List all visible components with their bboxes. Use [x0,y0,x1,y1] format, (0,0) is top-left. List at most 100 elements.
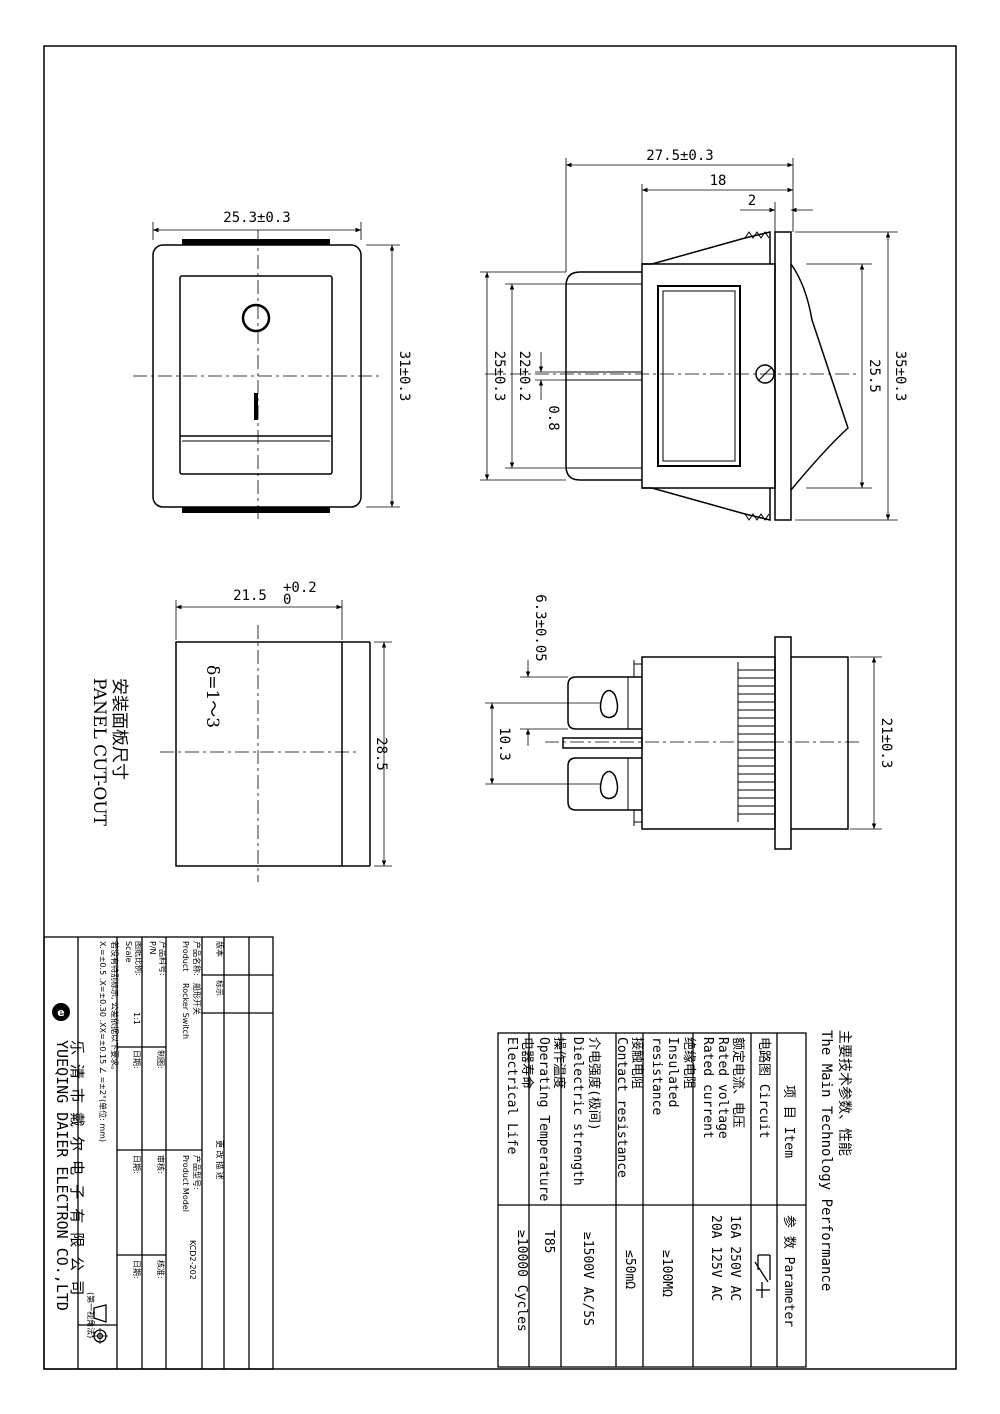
side-clip-bottom [642,487,771,521]
model-value: KCD2-202 [188,1240,197,1280]
cutout-title-cn: 安装面板尺寸 [109,678,129,780]
product-label-en: Product [181,941,190,971]
scale-label: 图纸比例: [134,941,144,976]
front-bezel-tab-top [182,239,330,245]
model-label: 产品型号: [192,1155,202,1190]
spec-row-insul-item-cn: 绝缘电阻 [681,1037,697,1089]
side-body-height-dim: 25±0.3 [491,351,507,402]
spec-row-contact-item-cn: 接触电阻 [629,1037,645,1089]
terminal-pitch-dim: 10.3 [496,727,512,761]
spec-row-rated-item-en2: Rated current [700,1037,715,1139]
side-window [657,285,741,467]
review-label: 审核: [156,1155,166,1174]
company-logo-icon [52,1003,70,1021]
spec-row-dielectric-item-en: Dielectric strength [570,1037,585,1186]
spec-row-life-item-cn: 电器寿命 [519,1037,535,1089]
side-terminal-thick-dim: 0.8 [545,405,561,430]
spec-row-insul-item-en1: Insulated [665,1037,680,1107]
terminal-center [562,737,643,749]
front-view [133,222,400,520]
date-label-1: 日期: [132,1050,141,1069]
terminal-bottom-hole [599,770,619,800]
side-flange-dim: 2 [748,193,756,209]
cutout-tol-upper: +0.2 [283,580,317,596]
bottom-flange [774,636,792,850]
side-body [641,263,776,489]
front-rocker [179,275,333,475]
spec-row-life-value: ≥10000 Cycles [514,1230,529,1332]
cutout-height-dim: 28.5 [373,737,389,771]
company-name-en: YUEQING DAIER ELECTRON CO.,LTD [53,1040,71,1311]
pn-label: 产品料号: [158,941,168,976]
spec-title-en: The Main Technology Performance [818,1030,834,1291]
spec-row-insul-value: ≥100MΩ [659,1250,674,1297]
spec-row-circuit-item: 电路图 Circuit [756,1037,772,1139]
projection-label: (第一视角法) [86,1292,96,1338]
side-overall-height-dim: 35±0.3 [892,351,908,402]
side-total-depth-dim: 27.5±0.3 [646,148,713,164]
spec-row-temp-value: T85 [541,1230,556,1253]
side-terminal-span-dim: 22±0.2 [516,351,532,402]
side-bezel-height-dim: 25.5 [866,359,882,393]
side-terminal-outline [565,271,642,481]
side-rocker [790,263,849,491]
spec-table [497,1032,807,1368]
mark-label: 标示 [215,980,225,996]
side-clip-top [642,231,771,265]
spec-rows: 电路图 Circuit 额定电流、电压 Rated voltage Rated … [504,1037,772,1332]
front-height-dim: 31±0.3 [396,351,412,402]
spec-row-rated-value2: 20A 125V AC [708,1215,723,1301]
side-depth-dim: 18 [710,173,727,189]
front-width-dim: 25.3±0.3 [223,210,290,226]
version-label: 版本 [215,941,225,957]
spec-header-item: 项 目 Item [781,1085,796,1158]
spec-title-cn: 主要技术参数、性能 [836,1030,853,1156]
sheet-border [43,45,957,1370]
spec-row-life-item-en: Electrical Life [504,1037,519,1155]
terminal-width-dim: 6.3±0.05 [532,594,548,661]
front-bezel-tab-bottom [182,507,330,513]
circuit-symbol-icon [754,1254,771,1298]
cutout-tol-lower: 0 [283,592,291,608]
approve-label: 核准: [156,1260,166,1279]
side-view [480,158,898,521]
cutout-title-en: PANEL CUT-OUT [89,678,109,827]
model-label-en: Product Model [181,1155,190,1212]
bottom-body-width-dim: 21±0.3 [878,718,894,769]
drawn-label: 制图: [156,1050,166,1069]
product-name-label: 产品名称: [192,941,202,976]
panel-cutout [160,600,392,882]
spec-row-contact-item-en: Contact resistance [614,1037,629,1178]
spec-row-dielectric-value: ≥1500V AC/5S [580,1232,595,1326]
tolerance-values: X.=±0.5 .X=±0.30 .XX=±0.15 ∠ =±2°(单位: mm… [98,941,108,1142]
date-label-3: 日期: [132,1260,141,1279]
product-name-en: Rocker Switch [181,983,190,1039]
spec-row-rated-item-en1: Rated voltage [715,1037,730,1139]
date-label-2: 日期: [132,1155,141,1174]
title-block: e [43,936,274,1370]
panel-thickness: δ=1～3 [202,665,222,728]
spec-row-temp-item-en: Operating Temperature [536,1037,551,1202]
spec-row-rated-item-cn: 额定电流、电压 [730,1037,745,1128]
spec-row-contact-value: ≤50mΩ [622,1250,637,1289]
company-name-cn: 乐 清 市 戴 尔 电 子 有 限 公 司 [68,1040,86,1295]
pn-label-en: P/N [148,941,157,955]
spec-row-dielectric-item-cn: 介电强度(极间) [586,1037,602,1131]
terminal-top-hole [599,689,619,719]
bottom-view [485,636,882,850]
change-label: 更 改 描 述 [215,1140,225,1180]
scale-value: 1:1 [132,1012,141,1025]
bottom-rocker [791,656,849,830]
bottom-body [641,656,776,830]
cutout-width-dim: 21.5 [233,588,267,604]
off-symbol-icon [241,303,271,333]
tolerance-note: 若没有特别标示, 公差依据以下要求。 [110,941,120,1074]
title-block-text: 乐 清 市 戴 尔 电 子 有 限 公 司 YUEQING DAIER ELEC… [53,941,225,1338]
spec-row-rated-value1: 16A 250V AC [727,1215,742,1301]
first-angle-projection-icon [92,1304,108,1344]
side-flange [774,231,792,521]
spec-row-temp-item-cn: 操作温度 [551,1037,567,1089]
cutout-rect [175,641,343,867]
scale-label-en: Scale [124,941,133,963]
